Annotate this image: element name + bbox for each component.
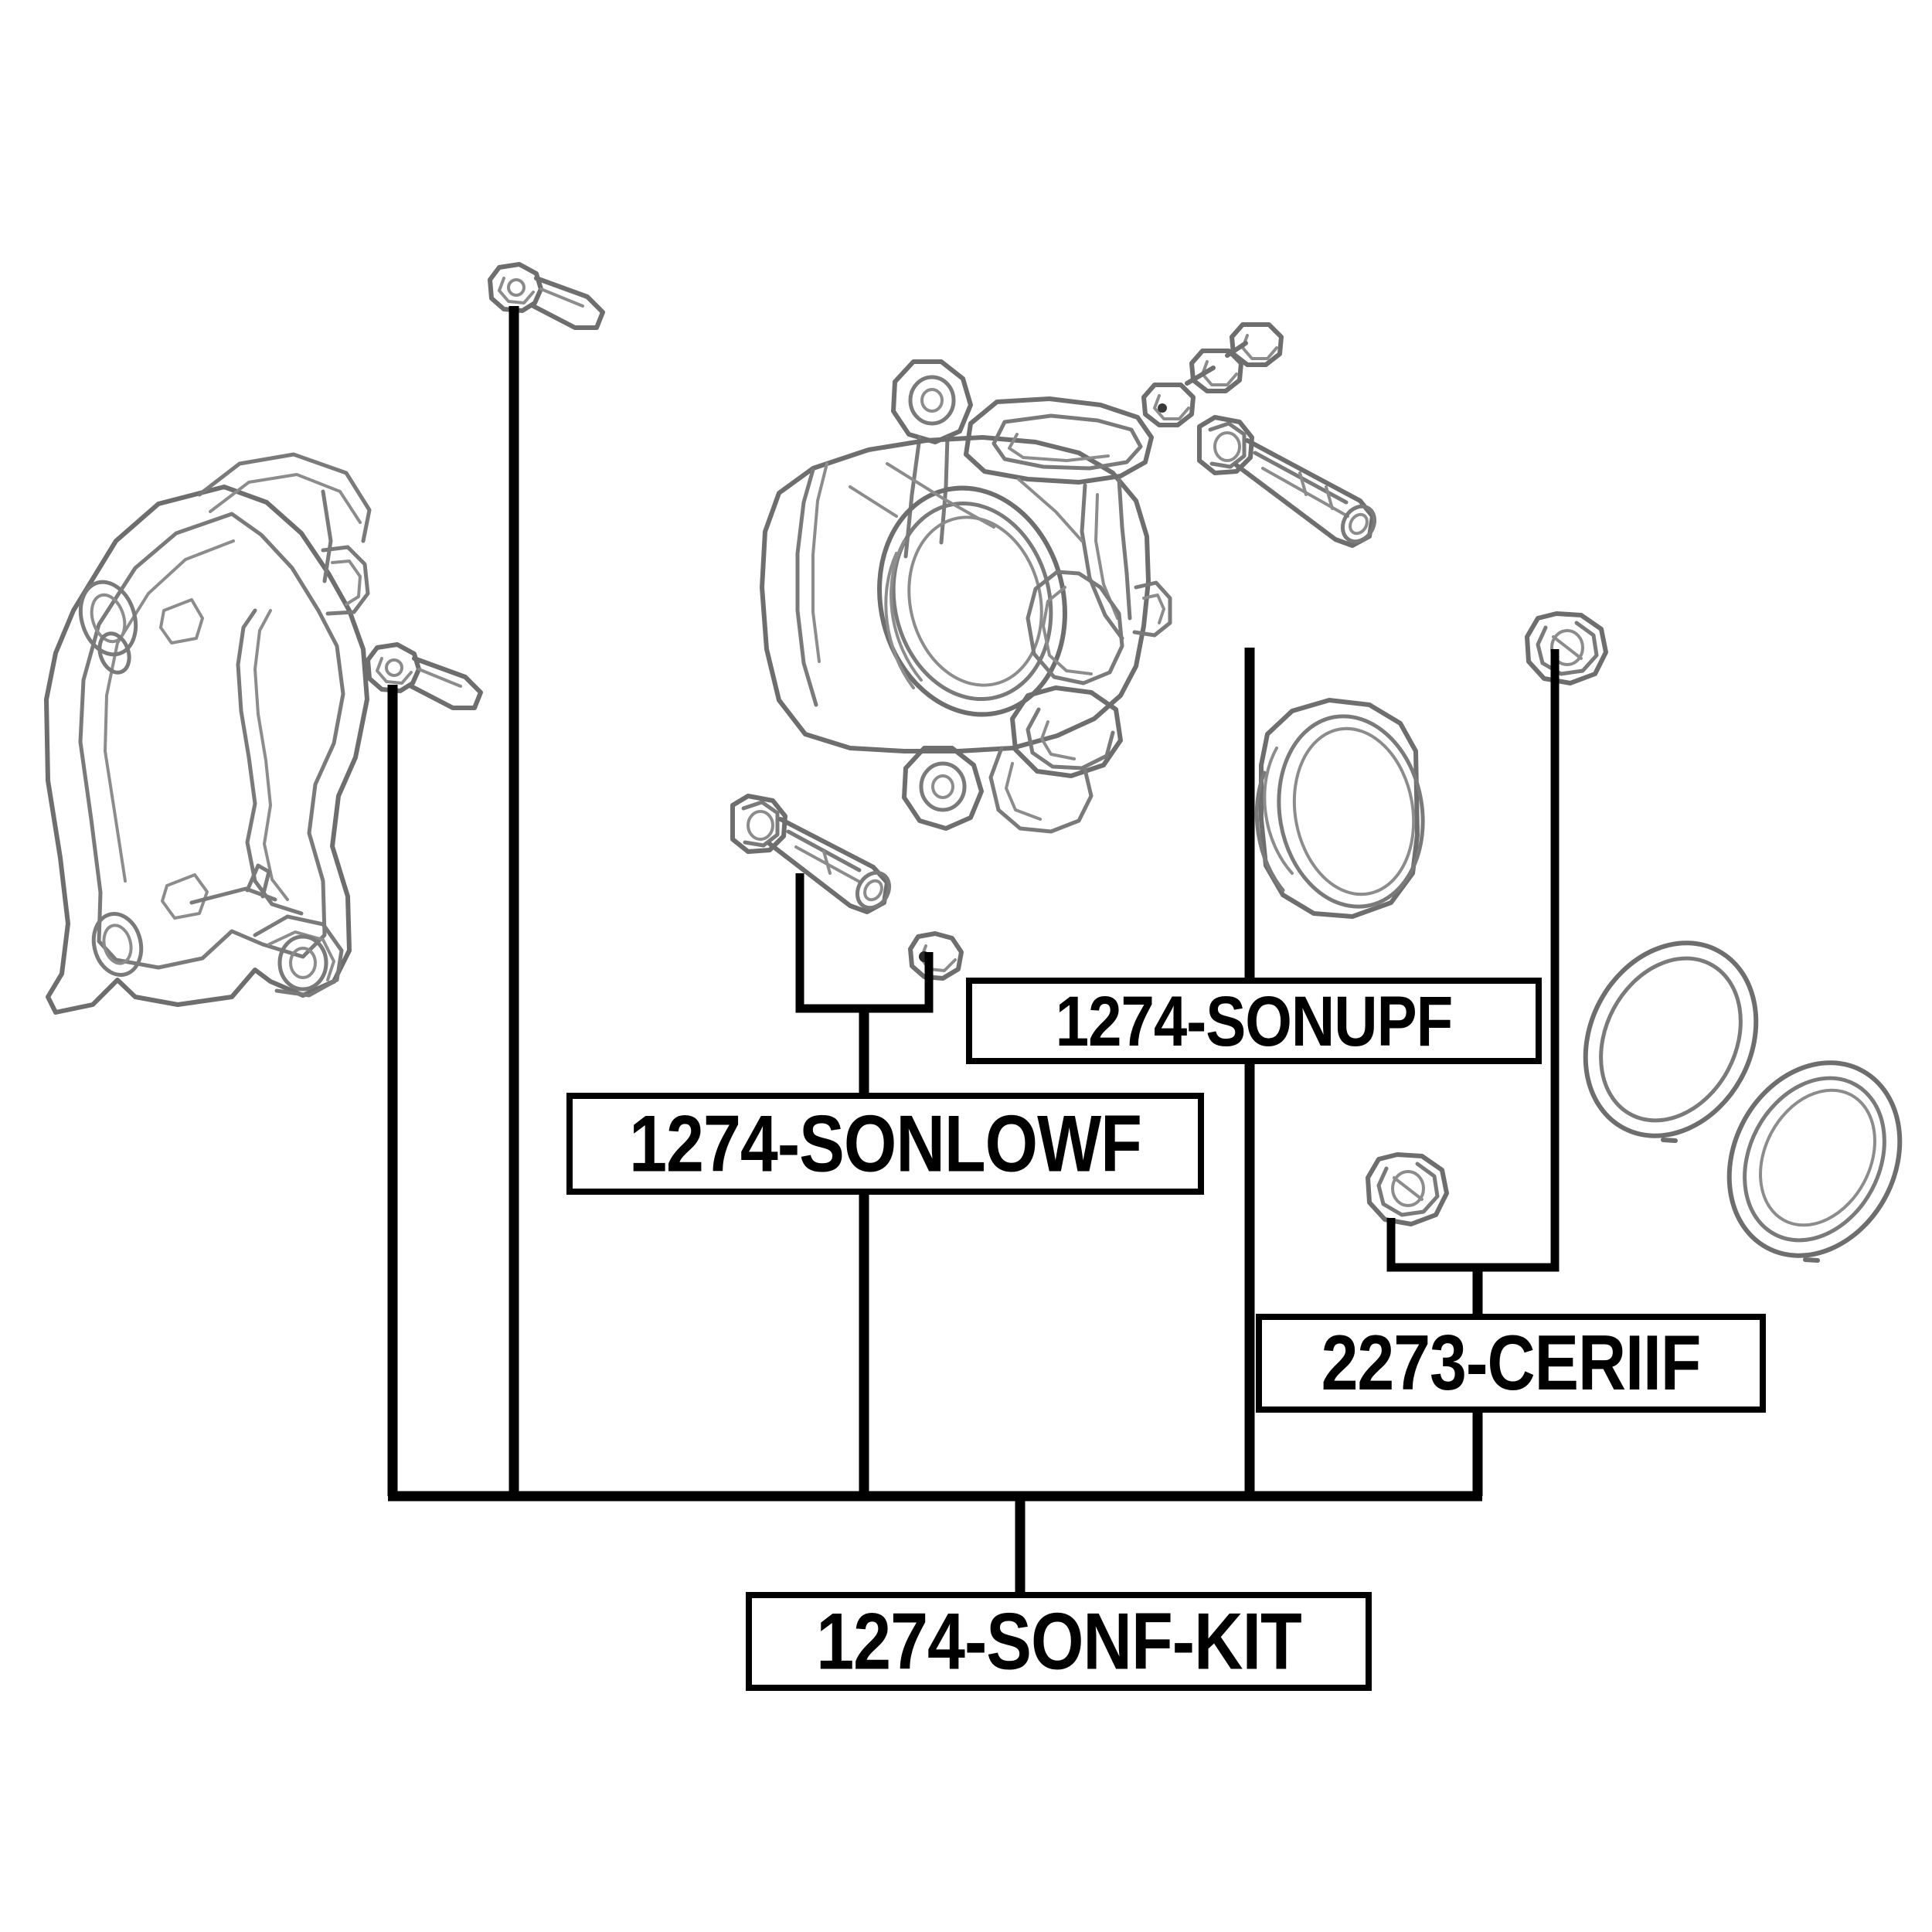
part-label-ceriif-text: 2273-CERIIF [1321, 1319, 1702, 1407]
caliper-housing-art [760, 359, 1172, 834]
caliper-bracket-art [44, 452, 372, 1015]
bushings-art [908, 322, 1608, 1226]
part-label-sonlowf[interactable]: 1274-SONLOWF [566, 1093, 1204, 1195]
piston-art [1254, 698, 1425, 919]
part-label-ceriif[interactable]: 2273-CERIIF [1256, 1314, 1766, 1413]
bracket-bolts-art [366, 262, 605, 710]
part-label-sonlowf-text: 1274-SONLOWF [629, 1098, 1142, 1189]
part-label-sonf-kit[interactable]: 1274-SONF-KIT [746, 1592, 1372, 1691]
guide-pin-upper-art [1197, 415, 1377, 548]
seal-rings-art [1583, 940, 1903, 1263]
part-label-sonf-kit-text: 1274-SONF-KIT [816, 1596, 1302, 1686]
leader-lines [387, 306, 1560, 1595]
part-label-sonupf-text: 1274-SONUPF [1055, 981, 1454, 1061]
part-label-sonupf[interactable]: 1274-SONUPF [966, 978, 1542, 1064]
guide-pin-lower-art [730, 794, 892, 914]
